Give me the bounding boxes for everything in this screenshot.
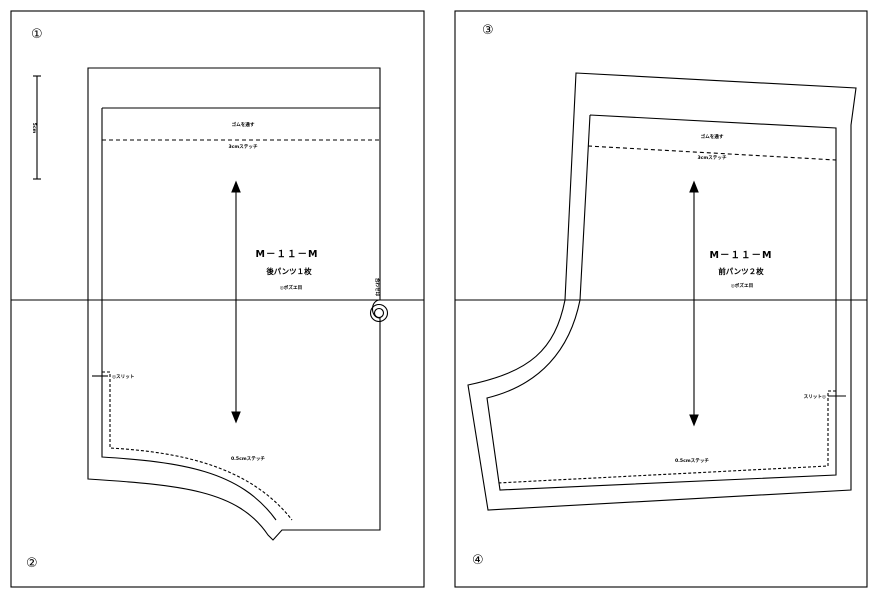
front-waist-label: ゴムを通す [701,133,724,140]
back-hem-label: 0.5cmステッチ [231,456,265,462]
back-pattern-note: ◎ボズエ目 [280,284,302,291]
front-pants-cut-line [467,72,857,511]
back-pants-seam-line [101,107,380,521]
front-waist-stitch-label: 3cmステッチ [697,155,726,161]
page-marker-2: ② [26,556,38,571]
page-marker-4: ④ [472,553,484,568]
front-pants-seam-line [486,114,837,491]
front-pattern-note: ◎ボズエ目 [731,282,753,289]
front-slit-stitch [496,390,836,484]
back-waist-label: ゴムを通す [232,121,255,128]
back-notch-outer [369,303,389,323]
back-notch [373,307,385,319]
front-waist-stitch [587,145,837,161]
back-side-label: 合わせ印 [374,278,381,297]
right-sheet-border [454,10,868,588]
front-grain-line [689,180,699,427]
back-grain-line [231,180,241,424]
left-sheet-border [10,10,425,588]
scale-bar [33,75,41,180]
back-slit-stitch [102,371,293,521]
back-slit-label: ◎スリット [112,374,134,380]
front-piece-name: 前パンツ２枚 [718,266,764,276]
front-hem-label: 0.5cmステッチ [675,458,709,464]
scale-label: 5cm [31,123,37,134]
page-marker-1: ① [31,27,43,42]
back-pants-cut-line [87,67,381,541]
back-waist-stitch-label: 3cmステッチ [228,144,257,150]
back-style-code: M－１１－M [256,249,319,260]
front-slit-label: スリット◎ [804,394,826,400]
front-style-code: M－１１－M [710,250,773,261]
page-marker-3: ③ [482,23,494,38]
back-piece-name: 後パンツ１枚 [266,266,312,276]
